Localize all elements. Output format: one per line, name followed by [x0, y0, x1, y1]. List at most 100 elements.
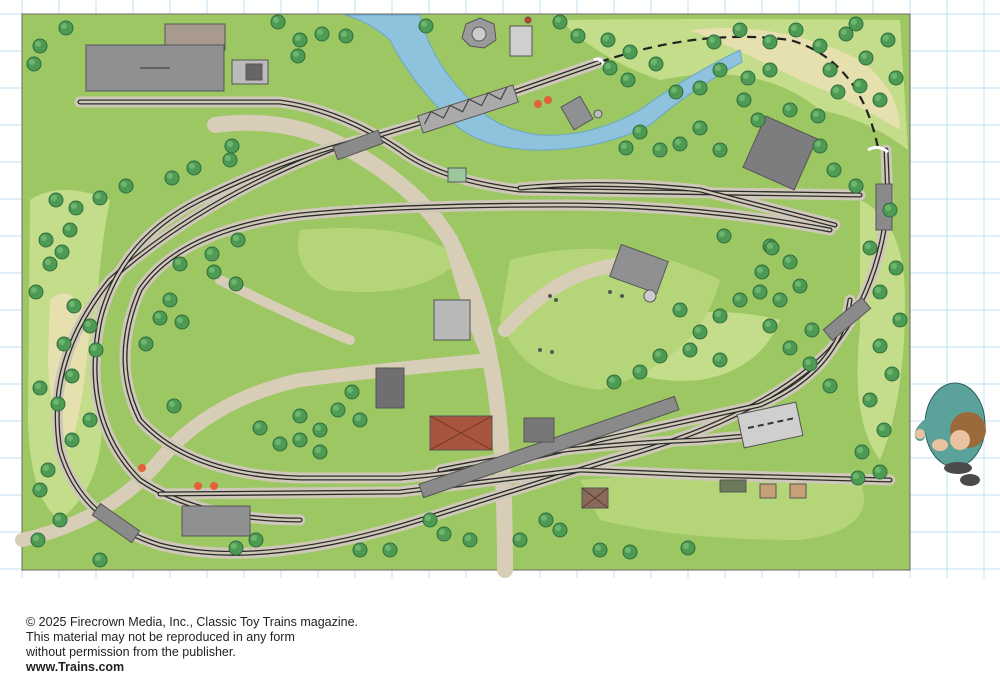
tree-icon [292, 432, 308, 448]
truss-bridge [417, 84, 519, 134]
tree-icon [872, 92, 888, 108]
tree-icon [312, 444, 328, 460]
tree-icon [812, 138, 828, 154]
tree-icon [50, 396, 66, 412]
tree-icon [632, 124, 648, 140]
tree-icon [862, 392, 878, 408]
tree-icon [752, 284, 768, 300]
tree-icon [30, 532, 46, 548]
tree-icon [290, 48, 306, 64]
tree-icon [862, 240, 878, 256]
tree-icon [28, 284, 44, 300]
tree-icon [668, 84, 684, 100]
tree-icon [204, 246, 220, 262]
tree-icon [872, 284, 888, 300]
tree-icon [754, 264, 770, 280]
tree-icon [270, 14, 286, 30]
tree-icon [118, 178, 134, 194]
tree-icon [54, 244, 70, 260]
track-rail-inner-2 [93, 138, 362, 522]
tree-icon [272, 436, 288, 452]
tree-icon [852, 78, 868, 94]
tree-icon [138, 336, 154, 352]
tree-icon [802, 356, 818, 372]
website-link[interactable]: www.Trains.com [26, 660, 125, 674]
tree-icon [672, 136, 688, 152]
tree-icon [892, 312, 908, 328]
tree-icon [888, 260, 904, 276]
tree-icon [888, 70, 904, 86]
tree-icon [672, 302, 688, 318]
tree-icon [66, 298, 82, 314]
copyright-notice: © 2025 Firecrown Media, Inc., Classic To… [26, 615, 358, 675]
tree-icon [166, 398, 182, 414]
tree-icon [206, 264, 222, 280]
tree-icon [706, 34, 722, 50]
bumper-east [867, 145, 889, 154]
tree-icon [32, 38, 48, 54]
tree-icon [552, 14, 568, 30]
tree-icon [602, 60, 618, 76]
tree-icon [652, 142, 668, 158]
tree-icon [812, 38, 828, 54]
tree-icon [56, 336, 72, 352]
tree-icon [732, 292, 748, 308]
tree-icon [858, 50, 874, 66]
tree-icon [330, 402, 346, 418]
tree-icon [228, 276, 244, 292]
tree-icon [462, 532, 478, 548]
tree-icon [782, 340, 798, 356]
tree-icon [312, 422, 328, 438]
tree-icon [822, 62, 838, 78]
tree-icon [48, 192, 64, 208]
tree-icon [882, 202, 898, 218]
tree-icon [248, 532, 264, 548]
tree-icon [848, 16, 864, 32]
tree-icon [152, 310, 168, 326]
tree-icon [38, 232, 54, 248]
small-details [138, 96, 624, 490]
tree-icon [292, 408, 308, 424]
copyright-line-1: © 2025 Firecrown Media, Inc., Classic To… [26, 615, 359, 629]
copyright-line-3: without permission from the publisher. [26, 645, 236, 659]
tree-icon [632, 364, 648, 380]
tree-icon [732, 22, 748, 38]
tree-icon [712, 308, 728, 324]
tree-icon [876, 422, 892, 438]
tree-icon [252, 420, 268, 436]
tree-icon [92, 190, 108, 206]
tree-icon [712, 352, 728, 368]
tree-icon [592, 542, 608, 558]
track-rail-inner-4 [158, 468, 892, 496]
tree-icon [88, 342, 104, 358]
tree-icon [782, 102, 798, 118]
tree-icon [62, 222, 78, 238]
tree-icon [68, 200, 84, 216]
tree-icon [848, 178, 864, 194]
tree-icon [850, 470, 866, 486]
tree-icon [884, 366, 900, 382]
tree-icon [622, 44, 638, 60]
tree-icon [538, 512, 554, 528]
tree-icon [792, 278, 808, 294]
tree-icon [222, 152, 238, 168]
track-rail-inner-6 [518, 183, 837, 227]
tree-icon [82, 318, 98, 334]
tree-icon [52, 512, 68, 528]
tree-icon [692, 80, 708, 96]
tree-icon [810, 108, 826, 124]
tree-icon [32, 482, 48, 498]
tree-icon [422, 512, 438, 528]
layout-plan [0, 0, 1000, 578]
tree-icon [782, 254, 798, 270]
tree-icon [82, 412, 98, 428]
copyright-line-2: This material may not be reproduced in a… [26, 630, 295, 644]
tree-icon [42, 256, 58, 272]
operator-figure-icon [914, 382, 986, 486]
layout-plan-drawing [0, 0, 1000, 578]
tree-icon [64, 432, 80, 448]
tree-icon [40, 462, 56, 478]
tree-icon [772, 292, 788, 308]
tree-icon [854, 444, 870, 460]
tree-icon [692, 324, 708, 340]
